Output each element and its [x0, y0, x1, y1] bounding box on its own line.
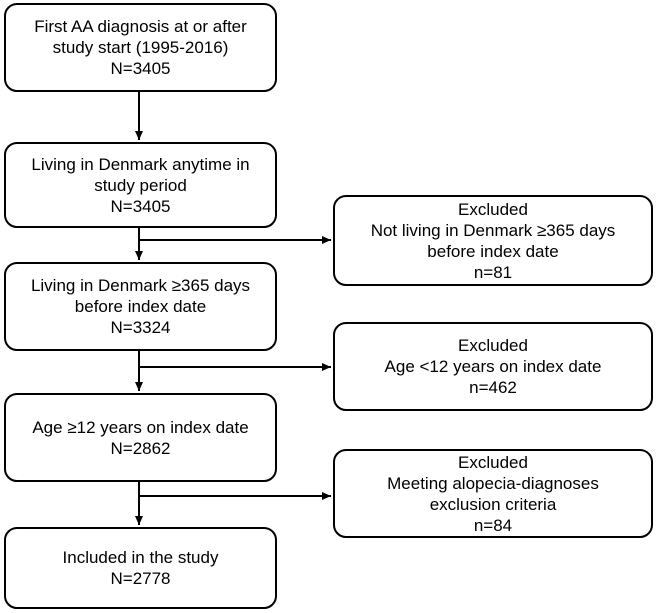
box-age-12-years: Age ≥12 years on index date N=2862 [4, 393, 277, 482]
box-line: before index date [427, 241, 559, 261]
exclusion-heading: Excluded [458, 199, 528, 219]
box-living-in-denmark: Living in Denmark anytime in study perio… [4, 142, 277, 228]
box-count: N=2862 [110, 438, 171, 458]
box-line: Included in the study [62, 548, 219, 567]
box-line: Living in Denmark anytime in [31, 154, 250, 174]
box-line: Age ≥12 years on index date [32, 417, 249, 437]
box-line: study start (1995-2016) [52, 38, 229, 57]
exclusion-box-alopecia-diagnoses: Excluded Meeting alopecia-diagnoses excl… [333, 449, 653, 538]
box-living-365-days: Living in Denmark ≥365 days before index… [4, 262, 277, 351]
box-line: Living in Denmark ≥365 days [30, 276, 251, 295]
box-line: Not living in Denmark ≥365 days [370, 220, 616, 240]
box-line: Meeting alopecia-diagnoses [387, 473, 599, 493]
exclusion-box-not-living-365-days: Excluded Not living in Denmark ≥365 days… [333, 195, 653, 286]
exclusion-heading: Excluded [458, 336, 528, 355]
box-count: N=3324 [110, 318, 171, 337]
box-count: n=84 [473, 515, 513, 535]
box-count: N=2778 [110, 569, 171, 588]
box-line: study period [94, 175, 187, 195]
box-first-aa-diagnosis: First AA diagnosis at or after study sta… [4, 3, 277, 92]
exclusion-heading: Excluded [458, 452, 528, 472]
box-line: Age <12 years on index date [384, 357, 602, 376]
box-count: N=3405 [110, 196, 171, 216]
box-included-in-study: Included in the study N=2778 [4, 527, 277, 609]
box-count: N=3405 [110, 59, 171, 78]
exclusion-box-age-under-12: Excluded Age <12 years on index date n=4… [333, 322, 653, 411]
box-count: n=81 [473, 262, 513, 282]
box-count: n=462 [469, 378, 517, 397]
box-line: exclusion criteria [429, 494, 557, 514]
box-line: First AA diagnosis at or after [34, 17, 247, 36]
box-line: before index date [74, 297, 207, 316]
